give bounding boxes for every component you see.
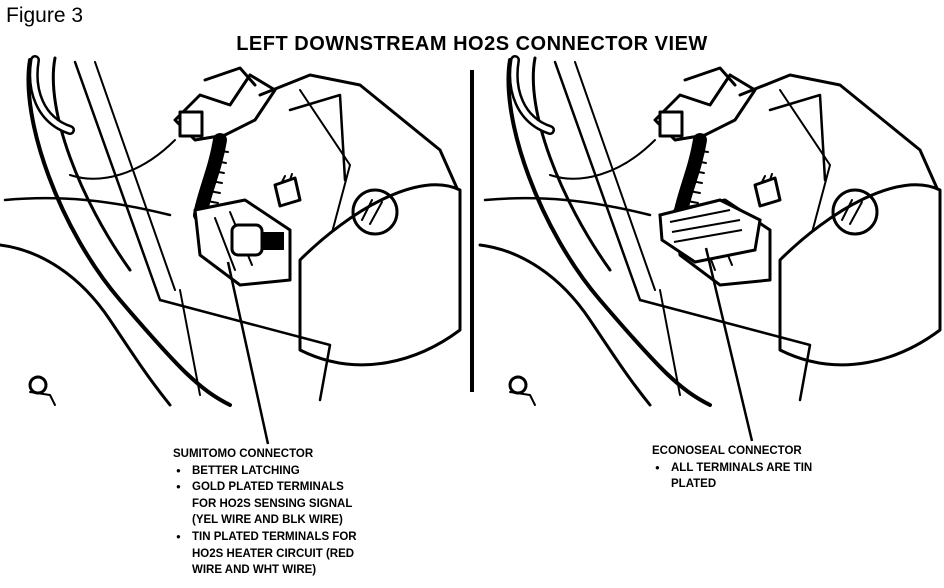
bullet-line: GOLD PLATED TERMINALS xyxy=(192,481,344,494)
left-callout: SUMITOMO CONNECTOR BETTER LATCHING GOLD … xyxy=(173,446,433,579)
figure-label: Figure 3 xyxy=(6,4,84,27)
left-callout-bullet: GOLD PLATED TERMINALS FOR HO2S SENSING S… xyxy=(173,479,433,529)
right-leader-line xyxy=(704,247,754,442)
panel-divider xyxy=(470,70,474,392)
right-callout-title: ECONOSEAL CONNECTOR xyxy=(652,445,802,457)
bullet-line: HO2S HEATER CIRCUIT (RED xyxy=(192,547,355,560)
right-callout: ECONOSEAL CONNECTOR ALL TERMINALS ARE TI… xyxy=(652,443,882,493)
bullet-line: (YEL WIRE AND BLK WIRE) xyxy=(192,514,343,527)
bullet-line: FOR HO2S SENSING SIGNAL xyxy=(192,497,353,510)
bullet-line: WIRE AND WHT WIRE) xyxy=(192,564,317,577)
left-callout-title: SUMITOMO CONNECTOR xyxy=(173,448,314,460)
left-engine-illustration xyxy=(0,58,460,405)
left-callout-bullet: BETTER LATCHING xyxy=(173,463,433,480)
left-leader-line xyxy=(226,261,270,445)
right-callout-bullet: ALL TERMINALS ARE TIN PLATED xyxy=(652,460,882,493)
bullet-line: TIN PLATED TERMINALS FOR xyxy=(192,530,357,543)
bullet-line: ALL TERMINALS ARE TIN xyxy=(671,461,813,474)
bullet-line: PLATED xyxy=(671,478,717,491)
bullet-line: BETTER LATCHING xyxy=(192,464,300,477)
right-engine-illustration xyxy=(480,58,940,405)
left-callout-bullet: TIN PLATED TERMINALS FOR HO2S HEATER CIR… xyxy=(173,529,433,579)
diagram-title: LEFT DOWNSTREAM HO2S CONNECTOR VIEW xyxy=(236,33,708,55)
